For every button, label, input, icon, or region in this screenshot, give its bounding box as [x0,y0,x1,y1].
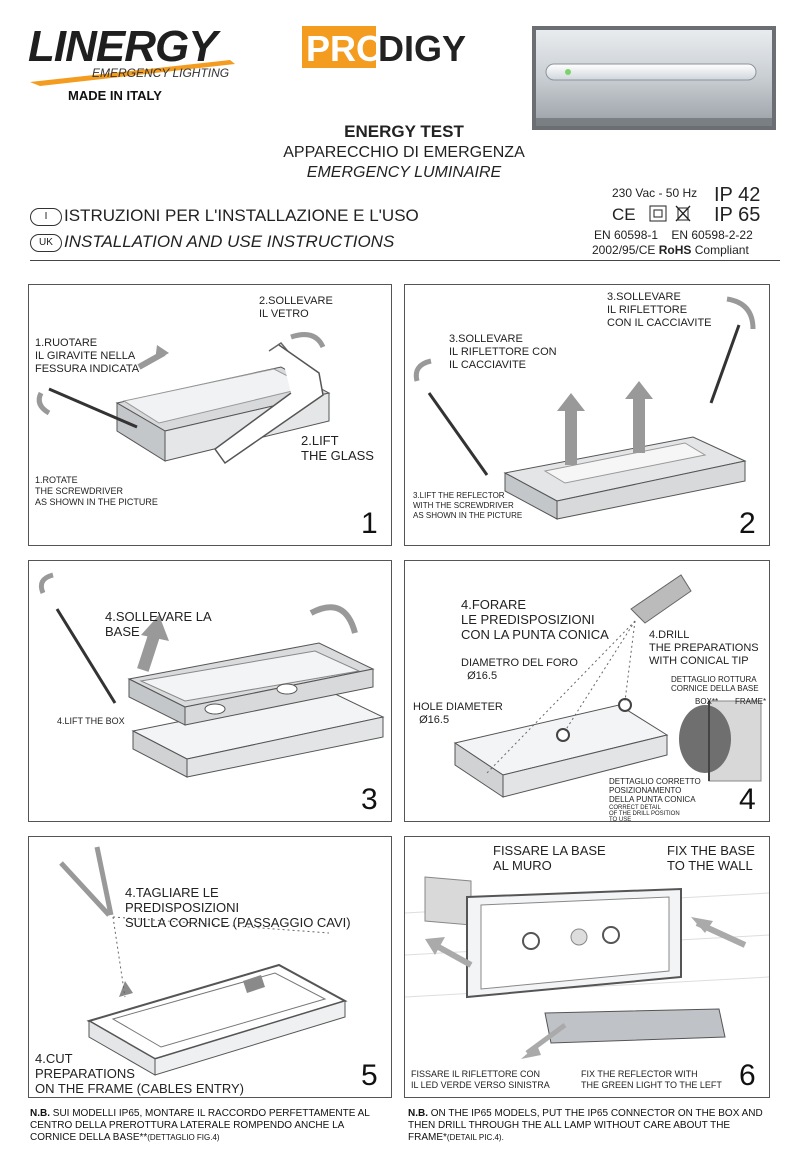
step-5-label-en: 4.CUT PREPARATIONS ON THE FRAME (CABLES … [35,1051,244,1096]
brand-swoosh [30,60,235,86]
doc-subtitle-it: APPARECCHIO DI EMERGENZA [283,144,525,161]
lang-badge-uk: UK [30,234,62,252]
step-1-label-it-2: 2.SOLLEVARE IL VETRO [259,295,333,320]
step-2-illustration [413,296,756,520]
step-3-number: 3 [361,783,378,816]
step-1-label-it: 1.RUOTARE IL GIRAVITE NELLA FESSURA INDI… [35,337,140,375]
step-4-number: 4 [739,783,756,816]
rohs-label: RoHS [658,243,692,257]
step-5-illustration [59,846,348,1076]
footnote-it-ref: (DETTAGLIO FIG.4) [147,1133,220,1142]
step-2-number: 2 [739,507,756,540]
step-5-label-it: 4.TAGLIARE LE PREDISPOSIZIONI SULLA CORN… [125,885,351,930]
product-logo-digy: DIGY [378,28,467,69]
footnote-it-text: SUI MODELLI IP65, MONTARE IL RACCORDO PE… [30,1108,370,1143]
ip-rating-42: IP 42 [714,184,761,206]
product-photo [532,26,776,130]
product-logo-box [302,26,376,68]
step-panel-3: 4.SOLLEVARE LA BASE 4.LIFT THE BOX 3 [28,560,392,822]
step-6-note-it: FISSARE IL RIFLETTORE CON IL LED VERDE V… [411,1069,550,1090]
step-4-hole-it: DIAMETRO DEL FORO Ø16.5 [461,657,578,682]
voltage-spec: 230 Vac - 50 Hz [612,186,698,200]
step-4-correct-en: CORRECT DETAIL OF THE DRILL POSITION TO … [609,805,680,823]
directive-spec: 2002/95/CE RoHS Compliant [592,243,749,257]
step-2-label-en: 3.LIFT THE REFLECTOR WITH THE SCREWDRIVE… [413,491,523,520]
step-2-label-it-right: 3.SOLLEVARE IL RIFLETTORE CON IL CACCIAV… [607,291,712,329]
step-4-hole-en: HOLE DIAMETER Ø16.5 [413,701,503,726]
doc-subtitle-en: EMERGENCY LUMINAIRE [306,164,502,181]
step-3-label-en: 4.LIFT THE BOX [57,716,125,726]
ip-rating-65: IP 65 [714,204,761,226]
step-panel-4: 4.FORARE LE PREDISPOSIZIONI CON LA PUNTA… [404,560,770,823]
step-6-illustration [405,876,769,1059]
footnote-en-ref: (DETAIL PIC.4). [446,1133,504,1142]
step-2-label-it-left: 3.SOLLEVARE IL RIFLETTORE CON IL CACCIAV… [449,333,557,371]
product-logo-pro: PRO [306,28,385,69]
directive-code: 2002/95/CE [592,243,656,257]
step-panel-2: 3.SOLLEVARE IL RIFLETTORE CON IL CACCIAV… [404,284,770,546]
doc-title: ENERGY TEST [344,122,464,141]
footnote-en-nb: N.B. [408,1108,428,1119]
made-in-label: MADE IN ITALY [68,88,162,103]
step-1-label-en: 1.ROTATE THE SCREWDRIVER AS SHOWN IN THE… [35,475,158,507]
standards-spec: EN 60598-1 EN 60598-2-22 [594,228,753,242]
instructions-it: ISTRUZIONI PER L'INSTALLAZIONE E L'USO [64,206,419,225]
lang-badge-it: I [30,208,62,226]
step-panel-6: FISSARE LA BASE AL MURO FIX THE BASE TO … [404,836,770,1098]
step-5-number: 5 [361,1059,378,1092]
footnote-en: N.B. ON THE IP65 MODELS, PUT THE IP65 CO… [408,1108,768,1144]
step-6-label-en: FIX THE BASE TO THE WALL [667,843,755,873]
svg-text:CE: CE [612,205,636,224]
step-6-number: 6 [739,1059,756,1092]
step-4-detail-it: DETTAGLIO ROTTURA CORNICE DELLA BASE [671,675,759,693]
certification-marks-icon: CE [612,205,691,224]
step-6-label-it: FISSARE LA BASE AL MURO [493,843,606,873]
step-panel-1: 1.RUOTARE IL GIRAVITE NELLA FESSURA INDI… [28,284,392,546]
header-divider [30,260,780,261]
step-4-correct-it: DETTAGLIO CORRETTO POSIZIONAMENTO DELLA … [609,777,701,804]
step-1-illustration [36,332,331,465]
step-6-note-en: FIX THE REFLECTOR WITH THE GREEN LIGHT T… [581,1069,722,1090]
footnote-it: N.B. SUI MODELLI IP65, MONTARE IL RACCOR… [30,1108,390,1144]
instructions-uk: INSTALLATION AND USE INSTRUCTIONS [64,232,395,251]
step-4-box-label: BOX** [695,697,719,706]
step-4-label-en: 4.DRILL THE PREPARATIONS WITH CONICAL TI… [649,629,759,667]
step-1-number: 1 [361,507,378,540]
step-4-illustration [453,574,762,798]
brand-logo: LINERGY [28,22,218,71]
compliant-label: Compliant [694,243,749,257]
step-4-frame-label: FRAME* [735,697,767,706]
footnote-it-nb: N.B. [30,1108,50,1119]
step-1-label-en-2: 2.LIFT THE GLASS [301,433,374,463]
step-3-illustration [38,572,385,778]
step-3-label-it: 4.SOLLEVARE LA BASE [105,609,212,639]
brand-subtitle: EMERGENCY LIGHTING [92,66,230,80]
footnote-en-text: ON THE IP65 MODELS, PUT THE IP65 CONNECT… [408,1108,763,1143]
step-panel-5: 4.TAGLIARE LE PREDISPOSIZIONI SULLA CORN… [28,836,392,1098]
step-4-label-it: 4.FORARE LE PREDISPOSIZIONI CON LA PUNTA… [461,597,609,642]
